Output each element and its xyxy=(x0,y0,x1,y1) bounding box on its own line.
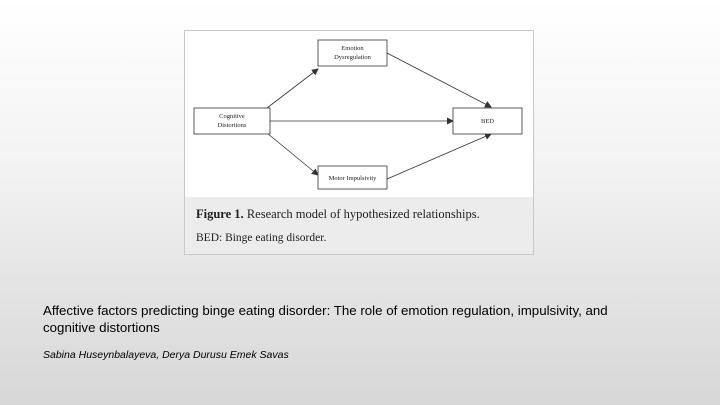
edge-cognitive-to-emotion xyxy=(266,68,319,109)
slide-title: Affective factors predicting binge eatin… xyxy=(43,303,608,335)
figure-note: BED: Binge eating disorder. xyxy=(196,232,327,244)
figure-caption-label: Figure 1. xyxy=(196,207,244,221)
research-model-diagram: Emotion Dysregulation Cognitive Distorti… xyxy=(193,39,523,190)
node-motor-impulsivity: Motor Impulsivity xyxy=(317,165,388,190)
figure-caption: Figure 1. Research model of hypothesized… xyxy=(196,207,480,222)
figure-caption-text: Research model of hypothesized relations… xyxy=(243,207,480,221)
node-emotion-label-line2: Dysregulation xyxy=(334,54,372,61)
caption-band xyxy=(185,197,533,254)
edge-cognitive-to-motor xyxy=(266,132,319,176)
node-cognitive-distortions: Cognitive Distortions xyxy=(193,107,271,135)
figure-image: Emotion Dysregulation Cognitive Distorti… xyxy=(184,30,534,255)
node-cognitive-label-line2: Distortions xyxy=(218,122,247,129)
node-emotion-label-line1: Emotion xyxy=(341,45,364,52)
node-bed-label: BED xyxy=(481,118,494,125)
edge-motor-to-bed xyxy=(386,133,492,180)
node-cognitive-label-line1: Cognitive xyxy=(219,113,245,120)
node-motor-label: Motor Impulsivity xyxy=(329,175,378,182)
node-bed: BED xyxy=(452,107,523,135)
edge-emotion-to-bed xyxy=(386,52,492,108)
slide-authors: Sabina Huseynbalayeva, Derya Durusu Emek… xyxy=(43,349,289,361)
node-emotion-dysregulation: Emotion Dysregulation xyxy=(317,39,388,67)
